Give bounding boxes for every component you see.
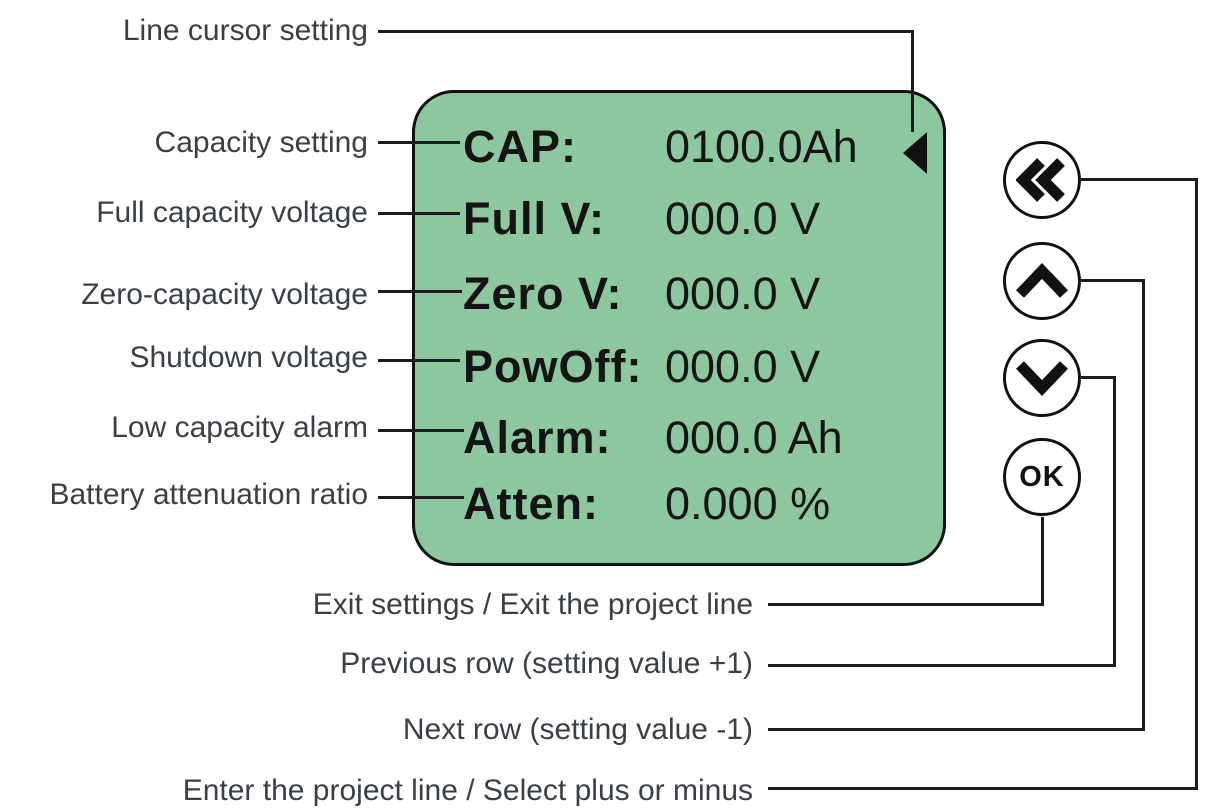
callout-line xyxy=(378,290,462,293)
callout-previous-row: Previous row (setting value +1) xyxy=(340,647,753,680)
row-label: Zero V: xyxy=(463,268,623,319)
chevron-up-icon xyxy=(1014,262,1070,300)
down-button[interactable] xyxy=(1003,339,1081,417)
callout-line xyxy=(1081,178,1198,181)
row-label: CAP: xyxy=(463,121,577,172)
double-chevron-left-icon xyxy=(1016,157,1068,203)
callout-line xyxy=(378,141,460,144)
up-button[interactable] xyxy=(1003,242,1081,320)
lcd-screen: CAP: 0100.0Ah Full V: 000.0 V Zero V: 00… xyxy=(412,90,946,566)
callout-full-capacity-voltage: Full capacity voltage xyxy=(96,196,368,229)
callout-line-cursor-setting: Line cursor setting xyxy=(122,14,368,47)
callout-line xyxy=(768,728,1145,731)
callout-line xyxy=(768,787,1198,790)
chevron-down-icon xyxy=(1014,359,1070,397)
row-label: Full V: xyxy=(463,193,605,244)
callout-line xyxy=(1041,517,1044,606)
callout-capacity-setting: Capacity setting xyxy=(154,126,368,159)
callout-zero-capacity-voltage: Zero-capacity voltage xyxy=(81,278,368,311)
callout-enter-project-line: Enter the project line / Select plus or … xyxy=(182,774,753,807)
screen-row-cap: CAP: 0100.0Ah xyxy=(415,121,943,173)
callout-line xyxy=(1081,376,1116,379)
row-value: 0100.0Ah xyxy=(665,121,858,172)
row-value: 0.000 % xyxy=(665,478,831,529)
row-label: Alarm: xyxy=(463,412,612,463)
callout-line xyxy=(378,212,460,215)
callout-low-capacity-alarm: Low capacity alarm xyxy=(111,411,368,444)
callout-line xyxy=(378,429,464,432)
line-cursor-icon xyxy=(903,132,927,174)
screen-row-atten: Atten: 0.000 % xyxy=(415,478,943,530)
callout-shutdown-voltage: Shutdown voltage xyxy=(129,341,368,374)
callout-line xyxy=(1142,279,1145,731)
row-label: PowOff: xyxy=(463,341,643,392)
callout-line xyxy=(378,496,464,499)
callout-line xyxy=(768,603,1044,606)
row-label: Atten: xyxy=(463,478,599,529)
callout-line xyxy=(911,30,914,132)
screen-row-zero-v: Zero V: 000.0 V xyxy=(415,268,943,320)
callout-exit-settings: Exit settings / Exit the project line xyxy=(312,588,753,621)
callout-line xyxy=(378,30,914,33)
callout-line xyxy=(1195,178,1198,790)
screen-row-alarm: Alarm: 000.0 Ah xyxy=(415,412,943,464)
ok-button-label: OK xyxy=(1019,460,1065,493)
row-value: 000.0 Ah xyxy=(665,412,843,463)
row-value: 000.0 V xyxy=(665,268,821,319)
callout-line xyxy=(378,359,460,362)
screen-row-powoff: PowOff: 000.0 V xyxy=(415,341,943,393)
callout-line xyxy=(1113,376,1116,667)
screen-row-full-v: Full V: 000.0 V xyxy=(415,193,943,245)
row-value: 000.0 V xyxy=(665,341,821,392)
callout-line xyxy=(1081,279,1145,282)
ok-button[interactable]: OK xyxy=(1003,438,1081,516)
row-value: 000.0 V xyxy=(665,193,821,244)
back-button[interactable] xyxy=(1003,141,1081,219)
callout-next-row: Next row (setting value -1) xyxy=(402,713,753,746)
callout-line xyxy=(768,664,1116,667)
callout-battery-attenuation-ratio: Battery attenuation ratio xyxy=(49,478,368,511)
